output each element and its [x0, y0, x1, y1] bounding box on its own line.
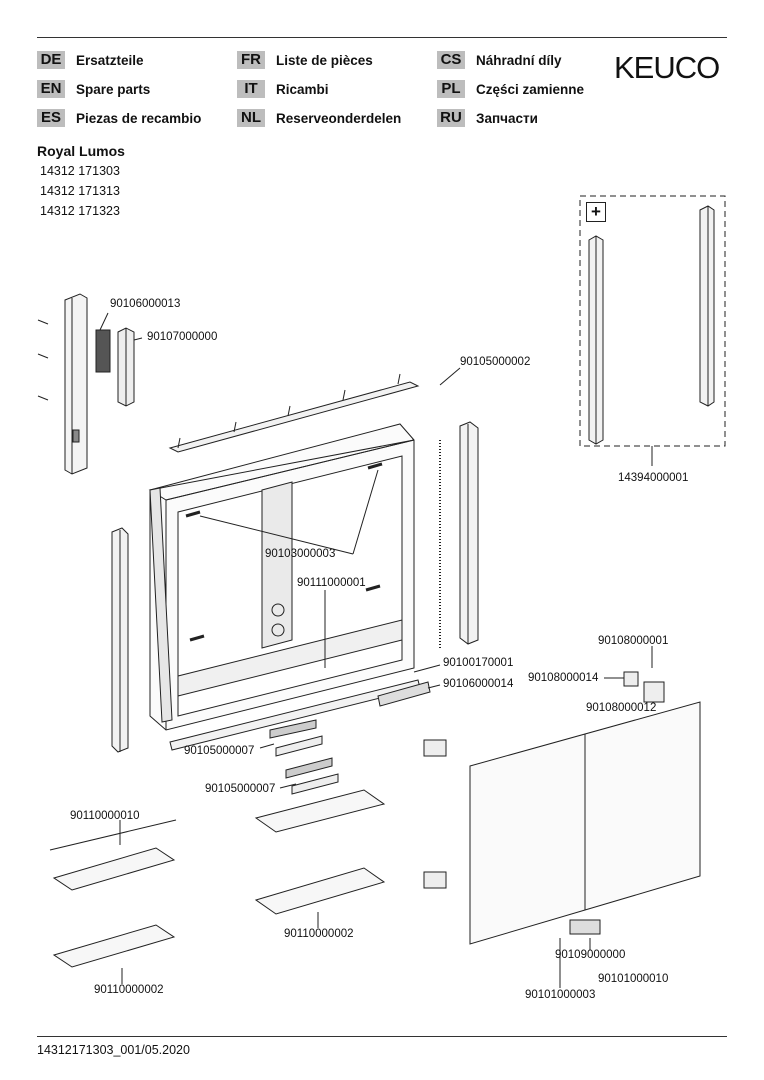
light-bar — [291, 773, 339, 795]
socket — [271, 603, 285, 617]
light-bar — [269, 719, 317, 739]
part-label: 90110000010 — [70, 810, 140, 822]
part-label: 14394000001 — [618, 472, 689, 484]
model-number: 14312 171303 — [40, 164, 120, 178]
hinge-bracket — [623, 671, 639, 687]
part-label: 90101000010 — [598, 973, 669, 985]
glass-shelf — [52, 924, 176, 968]
part-label: 90103000003 — [265, 548, 336, 560]
part-label: 90111000001 — [297, 577, 366, 589]
interior-divider — [261, 481, 293, 649]
door-handle — [569, 919, 601, 935]
glass-shelf — [254, 789, 386, 833]
right-light-strip — [459, 421, 479, 645]
part-label: 90100170001 — [443, 657, 514, 669]
lang-cs: CS Náhradní díly — [437, 51, 562, 69]
top-rail — [168, 381, 420, 453]
control-panel — [64, 293, 88, 475]
light-bar — [285, 757, 333, 779]
part-label: 90105000002 — [460, 356, 531, 368]
lang-ru: RU Запчасти — [437, 109, 538, 127]
document-id: 14312171303_001/05.2020 — [37, 1043, 190, 1057]
hinge-bracket — [643, 681, 665, 703]
footer-rule — [37, 1036, 727, 1037]
part-label: 90110000002 — [284, 928, 354, 940]
part-label: 90110000002 — [94, 984, 164, 996]
lang-en: EN Spare parts — [37, 80, 150, 98]
plus-icon: + — [586, 202, 606, 222]
header-top-rule — [37, 37, 727, 38]
product-name: Royal Lumos — [37, 143, 125, 159]
part-label: 90108000014 — [528, 672, 599, 684]
part-label: 90101000003 — [525, 989, 596, 1001]
side-rail — [699, 205, 715, 407]
part-label: 90108000001 — [598, 635, 669, 647]
model-number: 14312 171323 — [40, 204, 120, 218]
switch-unit — [95, 329, 111, 373]
lang-fr: FR Liste de pièces — [237, 51, 373, 69]
part-label: 90107000000 — [147, 331, 218, 343]
part-label: 90108000012 — [586, 702, 657, 714]
part-label: 90105000007 — [205, 783, 276, 795]
glass-shelf — [52, 847, 176, 891]
lang-de: DE Ersatzteile — [37, 51, 144, 69]
brand-logo: KEUCO — [614, 50, 720, 85]
lang-it: IT Ricambi — [237, 80, 329, 98]
connector-block — [377, 681, 431, 707]
glass-shelf — [254, 867, 386, 915]
hinge — [423, 871, 447, 889]
part-label: 90106000013 — [110, 298, 181, 310]
light-bar — [275, 735, 323, 757]
optional-parts-box — [579, 195, 726, 447]
lang-nl: NL Reserveonderdelen — [237, 109, 401, 127]
hinge — [423, 739, 447, 757]
part-label: 90109000000 — [555, 949, 626, 961]
lang-pl: PL Części zamienne — [437, 80, 584, 98]
lang-es: ES Piezas de recambio — [37, 109, 201, 127]
part-label: 90106000014 — [443, 678, 514, 690]
socket — [271, 623, 285, 637]
model-number: 14312 171313 — [40, 184, 120, 198]
part-label: 90105000007 — [184, 745, 255, 757]
